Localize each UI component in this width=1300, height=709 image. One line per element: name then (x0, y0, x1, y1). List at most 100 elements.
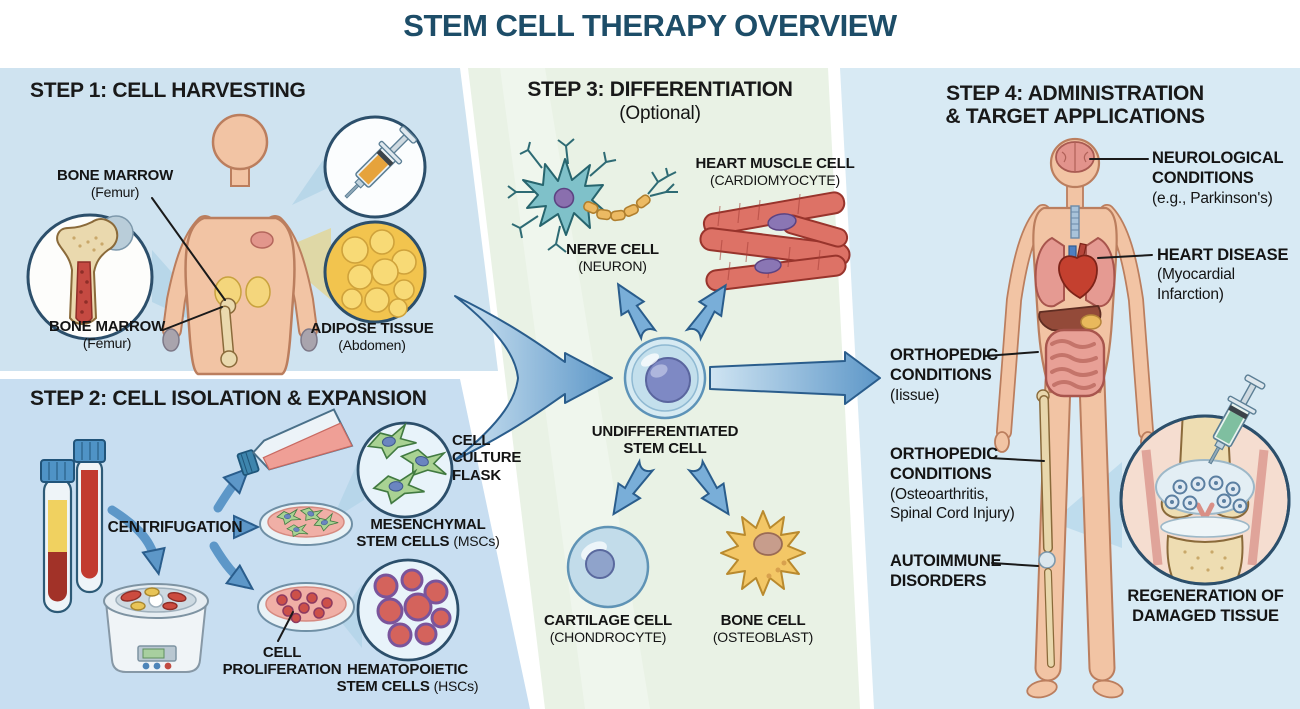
heart-icon (1058, 242, 1098, 300)
cartilage-nucleus (585, 549, 615, 579)
label-nerve-cell: NERVE CELL (NEURON) (566, 241, 659, 275)
hsc-cells (373, 568, 452, 648)
syringe-icon (344, 125, 418, 199)
step2-illustrations (40, 408, 460, 673)
stem-cell-nucleus (645, 357, 691, 403)
inset-tibia (1166, 534, 1244, 584)
step3-illustrations (454, 138, 881, 609)
label-orthopedic-conditions-1: ORTHOPEDIC CONDITIONS (Iissue) (890, 346, 999, 404)
bone-cell-illustration (720, 510, 806, 596)
hsc-inset (356, 558, 460, 662)
tibia-stipple (1183, 550, 1227, 572)
msc-beam (332, 448, 364, 520)
step2-heading: STEP 2: CELL ISOLATION & EXPANSION (30, 387, 427, 410)
label-cell-culture-flask: CELL CULTURE FLASK (452, 432, 522, 484)
brain-icon (1055, 141, 1095, 173)
fat-bubbles (341, 229, 417, 318)
label-cartilage-cell: CARTILAGE CELL (CHONDROCYTE) (543, 612, 673, 646)
knee-inset-content (1141, 416, 1269, 584)
label-heart-disease: HEART DISEASE (Myocardial Infarction) (1157, 246, 1289, 303)
cardiomyocyte-illustration (699, 191, 851, 292)
label-cell-proliferation: CELL PROLIFERATION (222, 644, 342, 679)
label-undifferentiated-stem-cell: UNDIFFERENTIATED STEM CELL (591, 423, 739, 458)
label-bone-marrow-bottom: BONE MARROW (Femur) (48, 318, 166, 352)
harvest-site (250, 231, 274, 249)
step4-heading: STEP 4: ADMINISTRATION & TARGET APPLICAT… (945, 82, 1205, 128)
step3-heading: STEP 3: DIFFERENTIATION (527, 78, 793, 101)
label-heart-muscle-cell: HEART MUSCLE CELL (CARDIOMYOCYTE) (695, 155, 855, 189)
step2-arrows (107, 466, 261, 591)
knee-inset (1119, 374, 1291, 586)
cardiomyocyte-nucleus (767, 213, 797, 231)
right-hand (300, 328, 318, 352)
label-regeneration: REGENERATION OF DAMAGED TISSUE (1127, 587, 1284, 626)
human-figure-harvest (162, 113, 318, 376)
msc-inset (356, 421, 454, 519)
petri-dish-msc (259, 502, 353, 546)
stem-cell-illustration (623, 336, 707, 420)
step1-connectors (151, 197, 226, 331)
trachea-icon (1070, 205, 1080, 239)
cardiomyocyte-nucleus-2 (754, 258, 782, 274)
left-hand (162, 328, 180, 352)
arrow-tubes-to-centrifuge (107, 505, 166, 577)
femur-on-thigh (219, 297, 238, 368)
stomach-icon (1080, 314, 1102, 330)
syringe-inset (323, 115, 427, 219)
step3-subheading: (Optional) (619, 103, 701, 124)
cartilage-cell-illustration (566, 525, 650, 609)
injected-cell-dots (1170, 481, 1242, 508)
leg-bones (1036, 389, 1056, 668)
hsc-dots (276, 589, 333, 624)
label-bone-marrow-top: BONE MARROW (Femur) (56, 167, 174, 201)
patient-right-foot (1092, 679, 1124, 699)
adipose-inset (323, 220, 427, 324)
step1-illustrations (26, 113, 427, 376)
spongy-dots (72, 236, 104, 252)
step1-heading: STEP 1: CELL HARVESTING (30, 79, 306, 102)
big-arrow-right (709, 351, 881, 405)
bone-marrow-inset (26, 213, 154, 341)
injected-cells (1164, 475, 1248, 514)
striations (717, 193, 821, 281)
knee-syringe-icon (1208, 374, 1266, 465)
centrifuge-samples (120, 587, 187, 611)
kneecap (1038, 551, 1056, 569)
axon-myelin (583, 194, 651, 222)
lungs-icon (1034, 236, 1116, 308)
arrow-to-flask (213, 466, 251, 513)
funnel-arrow-left (454, 295, 613, 461)
petri-dish-hsc (257, 582, 355, 632)
lateral-ligament-right (1247, 449, 1269, 566)
label-msc: MESENCHYMAL STEM CELLS(MSCs) (356, 516, 500, 551)
neuron-nucleus (553, 187, 575, 209)
label-centrifugation: CENTRIFUGATION (107, 519, 243, 536)
axon-terminal (647, 167, 678, 197)
neuron-illustration (507, 138, 678, 253)
step4-connectors (984, 158, 1153, 567)
dendrites (507, 138, 617, 253)
page-title: STEM CELL THERAPY OVERVIEW (403, 8, 897, 43)
label-hsc: HEMATOPOIETIC STEM CELLS(HSCs) (336, 661, 479, 696)
patient-left-foot (1026, 679, 1058, 699)
label-autoimmune-disorders: AUTOIMMUNE DISORDERS (890, 552, 1002, 591)
label-bone-cell: BONE CELL (OSTEOBLAST) (712, 612, 814, 646)
patient-left-hand (994, 431, 1010, 453)
culture-flask (236, 408, 354, 476)
label-orthopedic-conditions-2: ORTHOPEDIC CONDITIONS (Osteoarthritis, S… (890, 445, 1015, 523)
proliferation-connector (277, 611, 294, 642)
tibia-plateau (1160, 516, 1250, 538)
red-marrow (75, 261, 93, 324)
label-adipose-tissue: ADIPOSE TISSUE (Abdomen) (310, 320, 434, 354)
blood-tubes (40, 439, 106, 614)
centrifuge (103, 583, 209, 673)
arrow-to-petri-hsc (209, 541, 255, 591)
syringe-beam (292, 147, 332, 205)
bone-cell-nucleus (753, 532, 783, 556)
marrow-dots (79, 270, 89, 314)
fat-patch-right (245, 276, 271, 308)
intestines-icon (1044, 328, 1106, 398)
lateral-ligament-left (1141, 449, 1163, 566)
